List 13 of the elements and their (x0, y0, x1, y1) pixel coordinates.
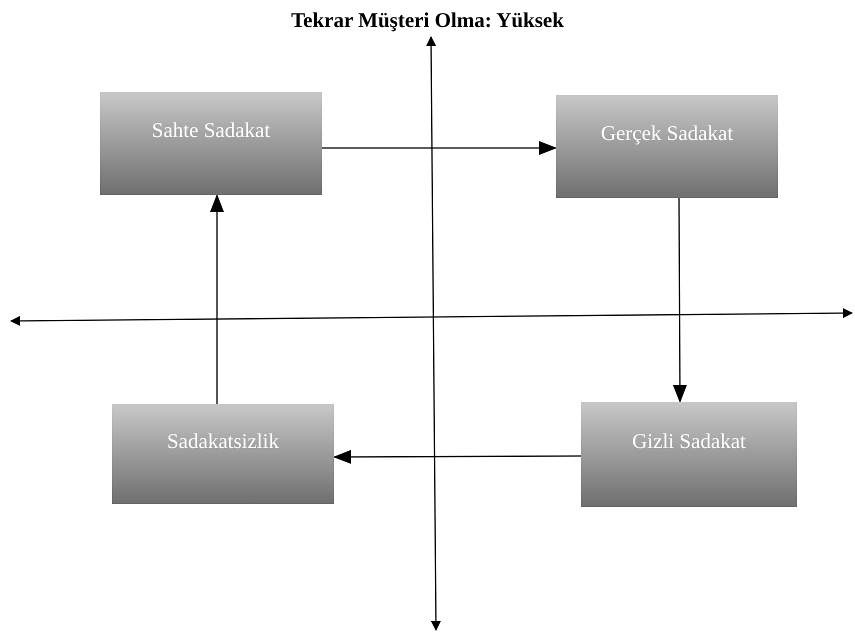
arrow (333, 450, 581, 464)
arrow (672, 198, 687, 403)
gradient-box (100, 92, 322, 195)
box-label: Gizli Sadakat (632, 429, 746, 454)
gradient-box (556, 95, 778, 198)
arrow (322, 141, 557, 155)
axis-title: Tekrar Müşteri Olma: Yüksek (291, 8, 564, 32)
gradient-box (581, 402, 797, 507)
arrow (210, 194, 224, 404)
box-label: Sahte Sadakat (152, 118, 270, 143)
box-label: Gerçek Sadakat (600, 121, 734, 146)
box-label: Sadakatsizlik (167, 428, 279, 454)
gradient-box (112, 404, 334, 504)
